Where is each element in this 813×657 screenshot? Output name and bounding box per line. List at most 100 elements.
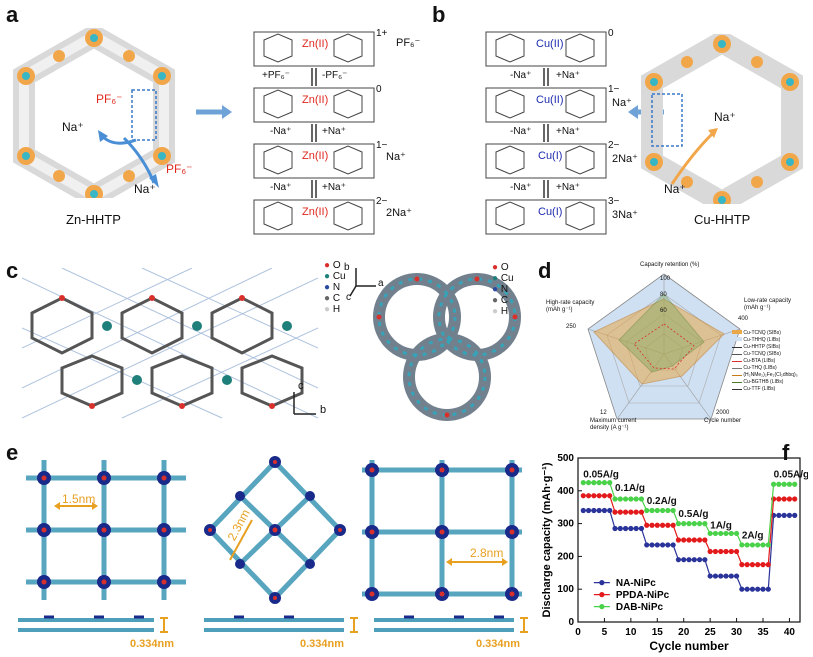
y-tick-label: 400 (557, 486, 574, 497)
element-legend-left: ● O ● Cu ● N ● C ● H (324, 260, 346, 315)
panel-letter-b: b (432, 2, 446, 27)
radar-legend-8: Cu-TTF (LIBs) (743, 386, 776, 392)
data-point-dab-nipc (744, 542, 750, 548)
data-point-na-nipc (760, 586, 766, 592)
data-point-ppda-nipc (691, 537, 697, 543)
cu-state-3 (485, 143, 607, 179)
cu-counter-4: 3Na⁺ (612, 209, 638, 221)
y-tick-label: 100 (557, 584, 574, 595)
data-point-dab-nipc (728, 530, 734, 537)
radar-axis-capacity-retention: Capacity retention (%) (640, 262, 700, 268)
data-point-ppda-nipc (765, 562, 771, 568)
data-point-na-nipc (728, 573, 734, 579)
zn-charge-1: 1+ (376, 28, 388, 39)
zn-charge-3: 1− (376, 140, 388, 151)
axis-indicator-c-right (349, 268, 376, 297)
cu-step-3-left: -Na⁺ (510, 182, 532, 193)
zn-metal-3: Zn(II) (302, 150, 329, 162)
data-point-ppda-nipc (681, 537, 687, 543)
data-point-dab-nipc (638, 496, 645, 502)
data-point-dab-nipc (681, 521, 687, 527)
data-point-ppda-nipc (760, 562, 766, 568)
data-point-dab-nipc (760, 542, 766, 548)
radar-tick-2000: 2000 (716, 410, 730, 416)
legend-marker-na-nipc (599, 580, 605, 586)
na-label-b-1: Na⁺ (714, 110, 736, 124)
data-point-dab-nipc (749, 542, 756, 548)
zn-metal-2: Zn(II) (302, 94, 329, 106)
radar-series-orange (593, 298, 725, 385)
data-point-dab-nipc (718, 530, 724, 537)
data-point-ppda-nipc (733, 548, 740, 555)
arrow-to-zn-mechanism (196, 105, 232, 119)
data-point-ppda-nipc (601, 493, 608, 499)
data-point-ppda-nipc (596, 493, 602, 499)
plot-frame (577, 457, 801, 623)
data-point-dab-nipc (612, 496, 618, 502)
radar-axis-cycle: Cycle number (704, 418, 742, 424)
radar-series-green (618, 293, 705, 373)
cu-step-3-right: +Na⁺ (556, 182, 580, 193)
data-point-ppda-nipc (755, 562, 761, 568)
legend-n: N (332, 282, 341, 293)
data-point-dab-nipc (675, 521, 682, 527)
y-tick-label: 300 (557, 519, 574, 530)
ppda-nipc-rhombic-lattice (204, 456, 346, 604)
cu-counter-2: Na⁺ (612, 97, 632, 109)
data-point-ppda-nipc (696, 537, 703, 543)
data-point-dab-nipc (739, 542, 745, 548)
data-point-na-nipc (702, 557, 708, 563)
stack-spacing-2: 0.334nm (300, 638, 345, 650)
data-point-dab-nipc (665, 507, 671, 514)
cu-step-2-left: -Na⁺ (510, 126, 532, 137)
data-point-na-nipc (628, 525, 634, 532)
rate-label: 0.1A/g (615, 483, 645, 494)
radar-tick-400: 400 (738, 316, 749, 322)
data-point-dab-nipc (649, 507, 655, 514)
data-point-dab-nipc (585, 480, 592, 486)
data-point-na-nipc (792, 512, 798, 518)
axis-indicator-c-left (293, 392, 316, 415)
zn-hhtp-label: Zn-HHTP (66, 212, 121, 227)
data-point-na-nipc (686, 557, 692, 563)
data-point-ppda-nipc (665, 522, 671, 528)
zn-step-2-right: +Na⁺ (322, 126, 346, 137)
legend-cu: Cu (332, 271, 346, 282)
data-point-dab-nipc (617, 496, 623, 502)
interlayer-stacking-views (18, 615, 528, 633)
data-point-na-nipc (712, 573, 719, 579)
legend-h: H (332, 304, 341, 315)
cu-step-1-right: +Na⁺ (556, 70, 580, 81)
pore-size-1: 1.5nm (62, 492, 96, 506)
data-point-ppda-nipc (792, 496, 798, 502)
cu-charge-3: 2− (608, 140, 620, 151)
data-point-dab-nipc (659, 507, 666, 514)
panel-letter-a: a (6, 2, 19, 27)
data-point-ppda-nipc (612, 509, 618, 515)
data-point-dab-nipc (622, 496, 629, 502)
data-point-ppda-nipc (744, 562, 750, 568)
stack-spacing-1: 0.334nm (130, 638, 175, 650)
radar-legend-5: Cu-THQ (LIBs) (743, 365, 777, 371)
data-point-na-nipc (601, 507, 608, 514)
data-point-na-nipc (696, 557, 703, 563)
zn-state-1 (253, 31, 375, 67)
cu-metal-2: Cu(II) (536, 94, 564, 106)
data-point-na-nipc (654, 542, 660, 548)
stack-spacing-3: 0.334nm (476, 638, 521, 650)
axis-c-label: c (298, 380, 304, 392)
dab-nipc-square-lattice (362, 460, 522, 601)
zn-counter-4: 2Na⁺ (386, 207, 412, 219)
zn-state-4 (253, 199, 375, 235)
data-point-ppda-nipc (675, 537, 682, 543)
data-point-dab-nipc (628, 496, 634, 502)
pf6-label-2: PF₆⁻ (166, 162, 193, 176)
data-point-na-nipc (591, 507, 597, 514)
data-point-dab-nipc (696, 521, 703, 527)
data-point-dab-nipc (712, 530, 719, 537)
rate-label: 2A/g (742, 530, 764, 541)
zn-state-3 (253, 143, 375, 179)
cu-metal-1: Cu(II) (536, 38, 564, 50)
radar-axis-high-rate: High-rate capacity (mAh g⁻¹) (546, 300, 595, 313)
data-point-dab-nipc (644, 507, 650, 514)
